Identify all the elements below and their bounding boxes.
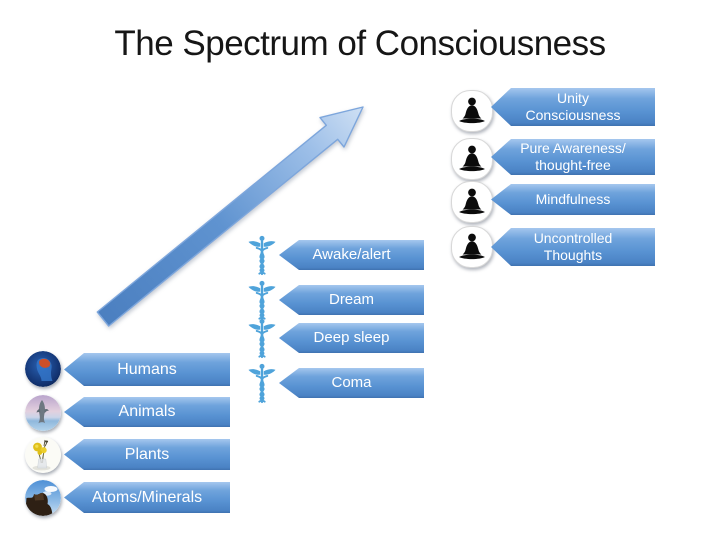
meditation-icon bbox=[451, 226, 493, 268]
level-humans: Humans bbox=[64, 353, 230, 386]
level-atoms-minerals: Atoms/Minerals bbox=[64, 482, 230, 513]
stage-uncontrolled-thoughts: Uncontrolled Thoughts bbox=[491, 228, 655, 266]
page-title: The Spectrum of Consciousness bbox=[114, 24, 606, 63]
level-plants: Plants bbox=[64, 439, 230, 470]
meditation-icon bbox=[451, 181, 493, 223]
stage-pure-awareness: Pure Awareness/ thought-free bbox=[491, 139, 655, 175]
state-coma: Coma bbox=[279, 368, 424, 398]
state-dream: Dream bbox=[279, 285, 424, 315]
level-animals: Animals bbox=[64, 397, 230, 427]
rock-icon bbox=[25, 480, 61, 516]
caduceus-icon bbox=[246, 279, 278, 323]
stage-mindfulness: Mindfulness bbox=[491, 184, 655, 215]
caduceus-icon bbox=[246, 234, 278, 278]
caduceus-icon bbox=[246, 317, 278, 361]
flowers-icon bbox=[25, 437, 61, 473]
stage-unity-consciousness: Unity Consciousness bbox=[491, 88, 655, 126]
dolphin-icon bbox=[25, 395, 61, 431]
human-head-brain-icon bbox=[25, 351, 61, 387]
state-awake-alert: Awake/alert bbox=[279, 240, 424, 270]
caduceus-icon bbox=[246, 362, 278, 406]
meditation-icon bbox=[451, 138, 493, 180]
state-deep-sleep: Deep sleep bbox=[279, 323, 424, 353]
meditation-icon bbox=[451, 90, 493, 132]
